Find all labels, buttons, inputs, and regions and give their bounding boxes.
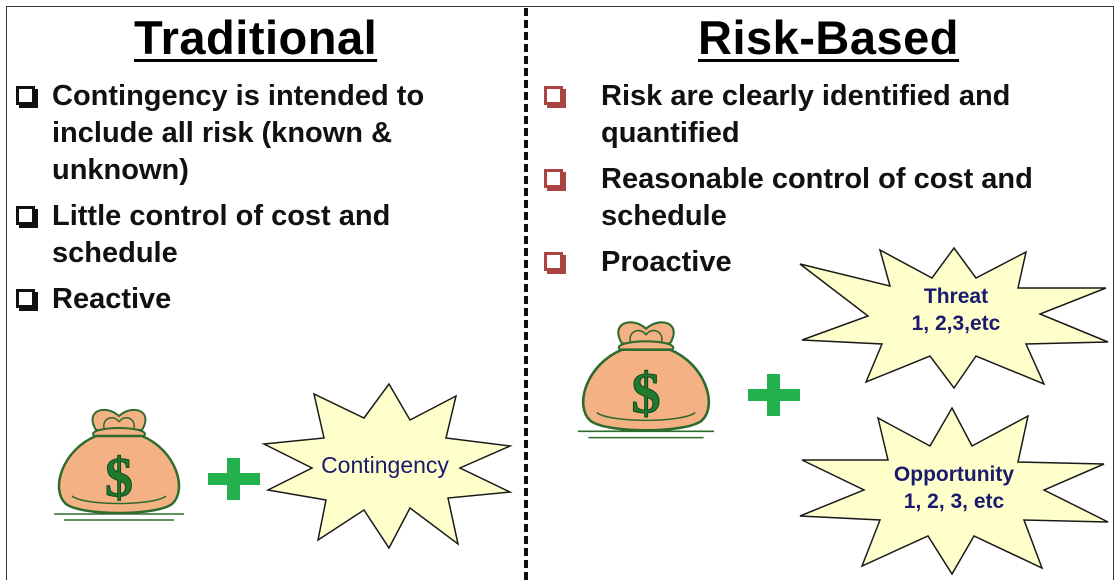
checkbox-bullet-icon [16, 289, 35, 308]
traditional-bullets: Contingency is intended to include all r… [16, 78, 516, 327]
plus-icon [748, 374, 800, 416]
bullet-item: Little control of cost and schedule [16, 198, 516, 272]
checkbox-bullet-icon [16, 86, 35, 105]
opportunity-label: Opportunity 1, 2, 3, etc [864, 461, 1044, 515]
bullet-item: Proactive [544, 244, 1104, 281]
slide-frame [6, 6, 1114, 580]
center-divider [524, 8, 528, 580]
threat-label: Threat 1, 2,3,etc [876, 283, 1036, 337]
risk-based-heading: Risk-Based [698, 11, 959, 64]
plus-icon [208, 458, 260, 500]
opportunity-title: Opportunity [893, 463, 1015, 486]
checkbox-bullet-icon [16, 206, 35, 225]
bullet-item: Reasonable control of cost and schedule [544, 161, 1104, 235]
bullet-text: Reasonable control of cost and schedule [601, 163, 1033, 232]
threat-title: Threat [923, 285, 989, 308]
checkbox-bullet-icon [544, 252, 563, 271]
bullet-text: Proactive [601, 246, 732, 278]
bullet-text: Little control of cost and schedule [52, 200, 391, 269]
contingency-burst-shape [261, 382, 513, 550]
opportunity-items: 1, 2, 3, etc [903, 490, 1005, 513]
money-bag-icon: $ [577, 321, 715, 439]
bullet-text: Reactive [52, 283, 172, 315]
money-bag-icon: $ [54, 408, 184, 521]
svg-text:$: $ [105, 447, 133, 509]
contingency-label: Contingency [321, 452, 449, 478]
bullet-text: Contingency is intended to include all r… [52, 80, 425, 186]
threat-items: 1, 2,3,etc [911, 312, 1001, 335]
svg-text:$: $ [631, 361, 660, 426]
threat-burst-shape [799, 246, 1109, 390]
traditional-panel: Traditional Contingency is intended to i… [0, 0, 524, 580]
traditional-heading: Traditional [134, 11, 378, 64]
bullet-item: Reactive [16, 281, 516, 318]
checkbox-bullet-icon [544, 169, 563, 188]
bullet-item: Risk are clearly identified and quantifi… [544, 78, 1104, 152]
checkbox-bullet-icon [544, 86, 563, 105]
bullet-item: Contingency is intended to include all r… [16, 78, 516, 189]
risk-based-bullets: Risk are clearly identified and quantifi… [544, 78, 1104, 290]
opportunity-burst-shape [799, 406, 1109, 576]
risk-based-panel: Risk-Based Risk are clearly identified a… [530, 0, 1120, 580]
bullet-text: Risk are clearly identified and quantifi… [601, 80, 1011, 149]
